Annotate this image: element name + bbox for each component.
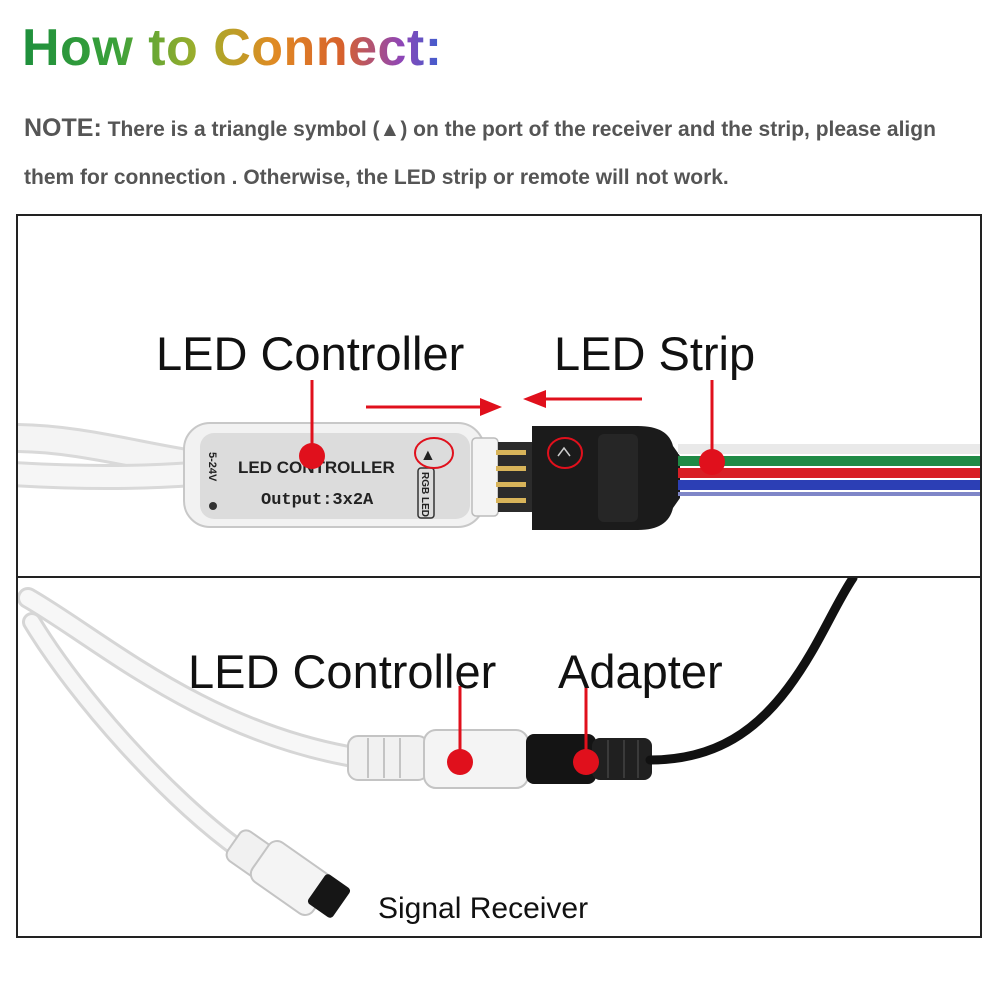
controller-type-box — [417, 467, 435, 519]
pin-1 — [496, 450, 526, 455]
page-title: How to Connect: — [22, 19, 443, 77]
label-led-strip: LED Strip — [554, 327, 756, 380]
arrow-right-icon — [480, 398, 502, 416]
input-cable-highlight — [18, 426, 205, 476]
pin-4 — [496, 498, 526, 503]
controller-port — [471, 437, 499, 517]
arrow-left-icon — [523, 390, 546, 408]
top-connection-panel: LED CONTROLLER Output:3x2A 5-24V RGB LED… — [16, 214, 982, 578]
label-adapter: Adapter — [558, 645, 723, 698]
wire-shadow — [678, 492, 980, 496]
bottom-connection-panel: LED Controller Adapter Signal Receiver — [16, 576, 982, 938]
controller-plug-pointer-dot-icon — [447, 749, 473, 775]
controller-output-text: Output:3x2A — [261, 491, 374, 510]
controller-voltage-text: 5-24V — [206, 452, 218, 482]
controller-strip-illustration: LED CONTROLLER Output:3x2A 5-24V RGB LED… — [18, 380, 980, 530]
adapter-pointer-dot-icon — [573, 749, 599, 775]
note-body: There is a triangle symbol (▲) on the po… — [24, 118, 936, 189]
strip-connector-grip — [598, 434, 638, 522]
pointer-dot-icon — [299, 443, 325, 469]
note-lead: NOTE: — [24, 114, 102, 142]
receiver-cable-highlight — [25, 615, 247, 857]
wire-green — [678, 456, 980, 466]
adapter-cable — [645, 578, 858, 765]
controller-type-text: RGB LED — [419, 472, 430, 517]
label-led-controller: LED Controller — [156, 327, 465, 380]
controller-plug-body — [423, 729, 529, 789]
strip-pointer-dot-icon — [699, 449, 725, 475]
label-signal-receiver: Signal Receiver — [378, 892, 589, 925]
adapter-plug-strain-relief — [592, 738, 652, 780]
wire-red — [678, 468, 980, 478]
pin-2 — [496, 466, 526, 471]
label-led-controller-bottom: LED Controller — [188, 645, 497, 698]
wire-white — [678, 444, 980, 454]
controller-adapter-illustration — [18, 578, 858, 918]
triangle-mark-icon: ▲ — [420, 447, 436, 464]
pin-3 — [496, 482, 526, 487]
controller-cable-highlight — [20, 590, 356, 764]
strip-triangle-mark-icon — [557, 446, 571, 457]
input-cable-2-highlight — [18, 464, 203, 487]
controller-plug-strain-relief — [347, 735, 429, 781]
wire-blue — [678, 480, 980, 490]
note-text: NOTE: There is a triangle symbol (▲) on … — [24, 104, 984, 202]
controller-label-plate — [200, 433, 470, 519]
strip-port-highlight — [547, 437, 583, 469]
receiver-tip — [307, 874, 351, 918]
controller-mark-dot — [209, 502, 217, 510]
controller-port-highlight — [414, 437, 454, 469]
